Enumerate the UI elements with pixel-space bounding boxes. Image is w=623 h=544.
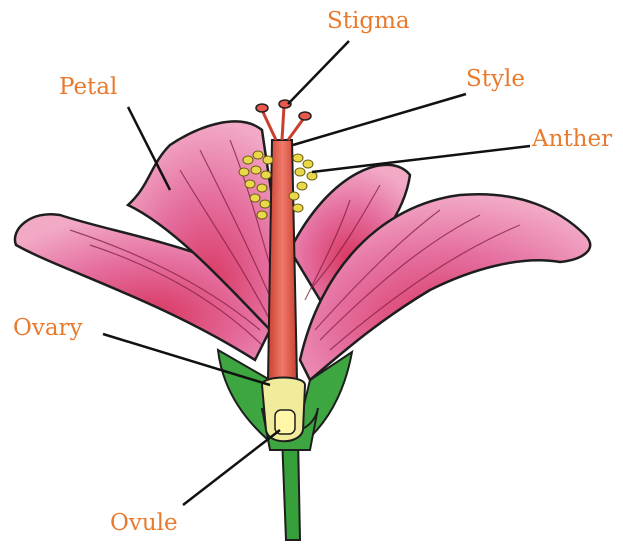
stigma-tips: [256, 100, 311, 140]
label-petal: Petal: [59, 76, 117, 99]
label-style: Style: [466, 68, 525, 91]
label-stigma: Stigma: [327, 10, 410, 33]
leader-ovule: [183, 430, 280, 505]
style-column: [268, 140, 297, 380]
stem: [282, 436, 300, 540]
label-ovule: Ovule: [110, 512, 178, 535]
leader-style: [293, 94, 466, 145]
label-anther: Anther: [532, 128, 612, 151]
leader-anther: [312, 146, 530, 172]
label-ovary: Ovary: [13, 317, 83, 340]
leader-stigma: [288, 41, 349, 104]
